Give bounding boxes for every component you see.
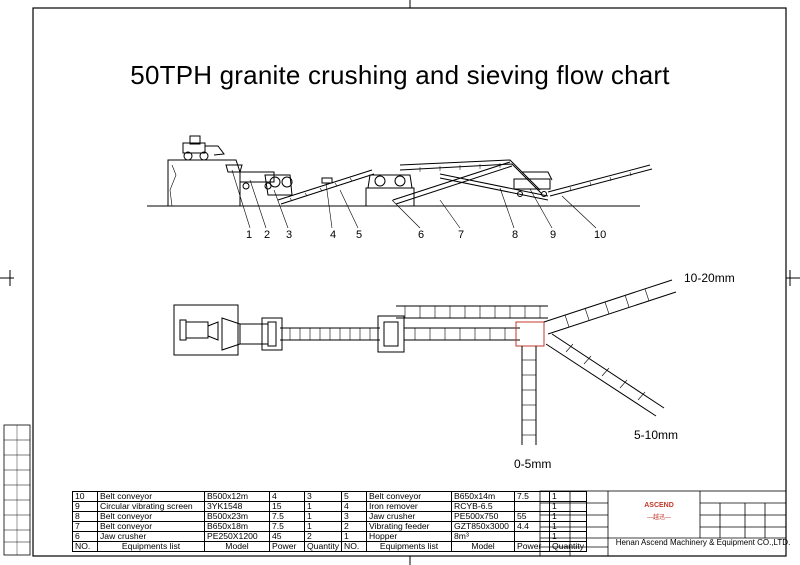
- side-elevation-view: [147, 135, 653, 229]
- cell-qty: 1: [549, 521, 588, 532]
- cell-power: 45: [269, 531, 305, 542]
- loader-area: [173, 304, 239, 356]
- plan-view: [173, 279, 677, 445]
- cell-name: Belt conveyor: [366, 491, 453, 502]
- cell-name: Circular vibrating screen: [97, 501, 205, 512]
- header-no: NO.: [341, 541, 368, 552]
- cell-model: B500x12m: [204, 491, 270, 502]
- part-label-6: 6: [418, 229, 425, 241]
- cell-no: 8: [72, 511, 98, 522]
- cell-power: 7.5: [269, 521, 305, 532]
- cell-name: Iron remover: [366, 501, 453, 512]
- part-label-1: 1: [246, 229, 253, 241]
- cell-no: 7: [72, 521, 98, 532]
- output-label-fine: 0-5mm: [514, 457, 552, 471]
- logo-sub: —越迅—: [646, 515, 671, 521]
- cell-qty: 1: [549, 491, 588, 502]
- vibrating-screen-side: [513, 171, 553, 197]
- vibrating-feeder-side: [239, 171, 275, 183]
- part-label-5: 5: [356, 229, 363, 241]
- table-row: 6 Jaw crusher PE250X1200 45 2 1 Hopper 8…: [72, 531, 588, 542]
- header-power: Power: [514, 541, 551, 552]
- left-margin-stamp: [3, 424, 31, 556]
- cell-power: [514, 531, 551, 542]
- cell-no: 9: [72, 501, 98, 512]
- header-no: NO.: [72, 541, 98, 552]
- cell-name: Jaw crusher: [366, 511, 453, 522]
- cell-no: 1: [341, 531, 368, 542]
- table-header-row: NO. Equipments list Model Power Quantity…: [72, 541, 588, 552]
- output-label-coarse: 10-20mm: [684, 271, 735, 285]
- cell-name: Belt conveyor: [97, 491, 205, 502]
- cell-model: GZT850x3000: [451, 521, 516, 532]
- part-label-7: 7: [458, 229, 465, 241]
- cell-model: B650x14m: [451, 491, 516, 502]
- cell-no: 5: [341, 491, 368, 502]
- cell-no: 3: [341, 511, 368, 522]
- company-logo: ASCEND —越迅—: [634, 502, 684, 524]
- cell-qty: 1: [549, 531, 588, 542]
- cell-model: PE500x750: [451, 511, 516, 522]
- cell-qty: 3: [303, 491, 343, 502]
- cell-power: 4: [269, 491, 305, 502]
- cell-model: B650x18m: [204, 521, 270, 532]
- cell-qty: 2: [303, 531, 343, 542]
- part-label-4: 4: [330, 229, 337, 241]
- equipment-table: 10 Belt conveyor B500x12m 4 3 5 Belt con…: [72, 491, 588, 552]
- cell-name: Hopper: [366, 531, 453, 542]
- header-qty: Quantity: [549, 541, 588, 552]
- cell-no: 4: [341, 501, 368, 512]
- cell-name: Belt conveyor: [97, 521, 205, 532]
- cell-no: 2: [341, 521, 368, 532]
- jaw-crusher-primary-side: [264, 174, 293, 196]
- secondary-crusher-plinth: [365, 187, 415, 207]
- cell-model: 8m³: [451, 531, 516, 542]
- header-model: Model: [451, 541, 516, 552]
- cell-power: [514, 501, 551, 512]
- cell-power: 15: [269, 501, 305, 512]
- cell-model: 3YK1548: [204, 501, 270, 512]
- part-label-10: 10: [594, 229, 607, 241]
- table-row: 9 Circular vibrating screen 3YK1548 15 1…: [72, 501, 588, 512]
- page-title: 50TPH granite crushing and sieving flow …: [130, 60, 670, 90]
- cell-model: RCYB-6.5: [451, 501, 516, 512]
- header-name: Equipments list: [366, 541, 453, 552]
- cell-name: Jaw crusher: [97, 531, 205, 542]
- cell-name: Vibrating feeder: [366, 521, 453, 532]
- cell-power: 7.5: [269, 511, 305, 522]
- header-name: Equipments list: [97, 541, 205, 552]
- part-label-8: 8: [512, 229, 519, 241]
- cell-power: 55: [514, 511, 551, 522]
- logo-brand: ASCEND: [644, 502, 674, 509]
- cell-power: 4.4: [514, 521, 551, 532]
- cell-qty: 1: [303, 511, 343, 522]
- header-qty: Quantity: [303, 541, 343, 552]
- part-label-2: 2: [264, 229, 271, 241]
- cell-qty: 1: [549, 501, 588, 512]
- cell-qty: 1: [303, 521, 343, 532]
- vibrating-screen-plan: [515, 321, 545, 347]
- wheel-loader-icon: [182, 135, 225, 161]
- cell-no: 6: [72, 531, 98, 542]
- cell-name: Belt conveyor: [97, 511, 205, 522]
- cell-model: PE250X1200: [204, 531, 270, 542]
- table-row: 10 Belt conveyor B500x12m 4 3 5 Belt con…: [72, 491, 588, 502]
- output-label-medium: 5-10mm: [634, 428, 679, 442]
- cell-qty: 1: [549, 511, 588, 522]
- cell-qty: 1: [303, 501, 343, 512]
- wheel-loader-plan-icon: [179, 319, 219, 341]
- header-power: Power: [269, 541, 305, 552]
- part-label-3: 3: [286, 229, 293, 241]
- cell-model: B500x23m: [204, 511, 270, 522]
- cell-power: 7.5: [514, 491, 551, 502]
- table-row: 8 Belt conveyor B500x23m 7.5 1 3 Jaw cru…: [72, 511, 588, 522]
- header-model: Model: [204, 541, 270, 552]
- cell-no: 10: [72, 491, 98, 502]
- table-row: 7 Belt conveyor B650x18m 7.5 1 2 Vibrati…: [72, 521, 588, 532]
- company-name: Henan Ascend Machinery & Equipment CO.,L…: [615, 538, 791, 547]
- part-label-9: 9: [550, 229, 557, 241]
